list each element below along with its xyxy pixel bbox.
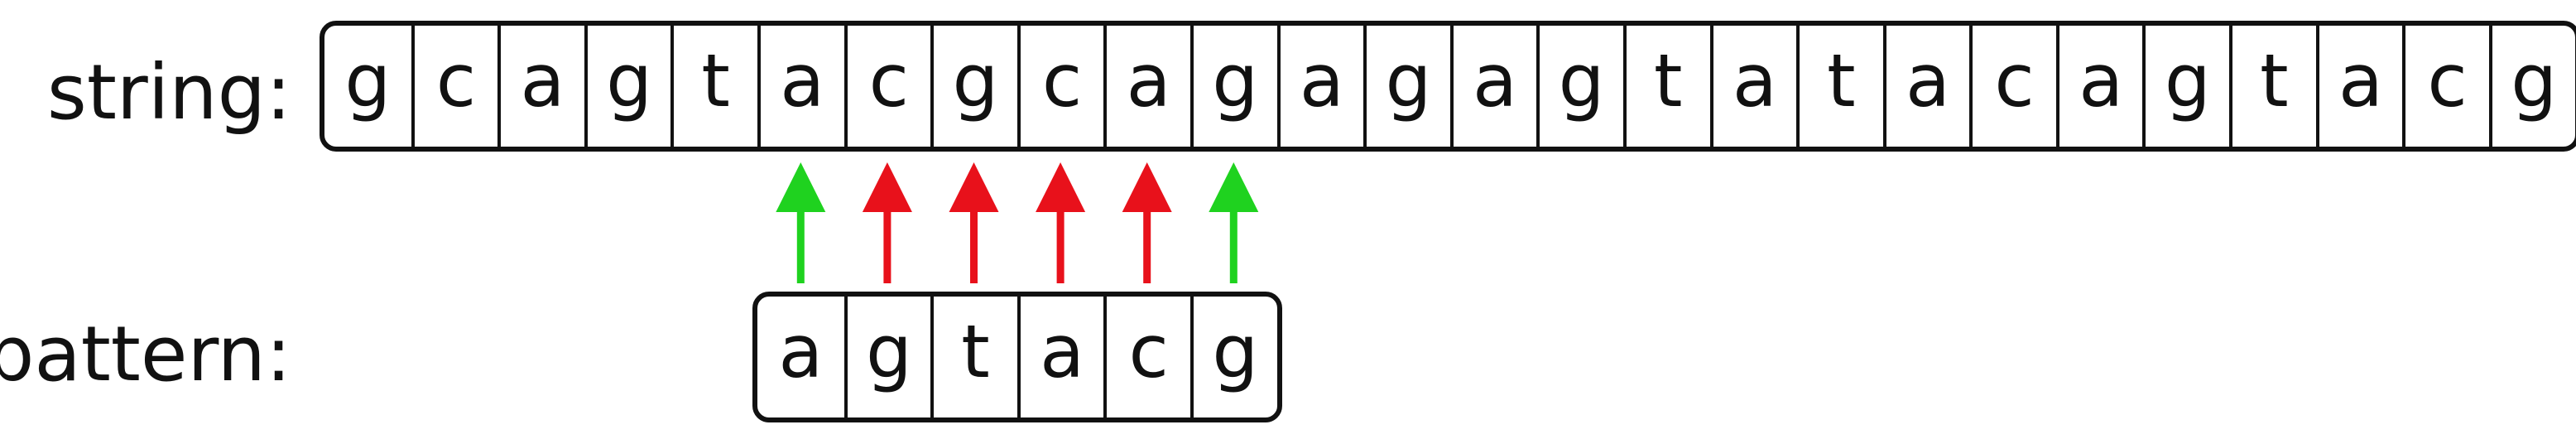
string-cell: t [1796,26,1883,147]
string-cell: c [1969,26,2056,147]
string-cell: a [1103,26,1190,147]
string-cell: g [344,38,392,123]
string-cell: g [1189,26,1277,147]
string-row-label: string: [46,48,291,137]
match-arrow [1209,162,1259,283]
string-cell: a [1882,26,1970,147]
string-cell: a [1276,26,1364,147]
string-cell: g [2142,26,2229,147]
pattern-cell: t [930,297,1017,417]
string-cell: a [1449,26,1537,147]
string-cell: c [2402,26,2489,147]
string-cell: a [2055,26,2143,147]
string-cell: t [1622,26,1710,147]
string-cell: c [411,26,498,147]
match-arrow [776,162,826,283]
mismatch-arrow [1122,162,1172,283]
string-cell: g [2488,26,2576,147]
string-cell: t [2229,26,2316,147]
string-cell: a [757,26,844,147]
mismatch-arrow [862,162,912,283]
string-cell: a [497,26,584,147]
pattern-cell: c [1103,297,1190,417]
pattern-cell: g [1189,297,1277,417]
string-cell: a [1709,26,1797,147]
string-cell: a [2315,26,2403,147]
string-cell: g [1363,26,1450,147]
string-cell: g [1536,26,1623,147]
string-cell: c [1016,26,1104,147]
mismatch-arrow [1036,162,1086,283]
mismatch-arrow [949,162,999,283]
pattern-cell: a [778,309,824,394]
string-cell: c [843,26,931,147]
string-cell: g [930,26,1017,147]
string-cell: t [670,26,757,147]
pattern-cell: g [843,297,931,417]
string-cell: g [584,26,671,147]
pattern-cell: a [1016,297,1104,417]
pattern-row-label: pattern: [0,310,291,398]
